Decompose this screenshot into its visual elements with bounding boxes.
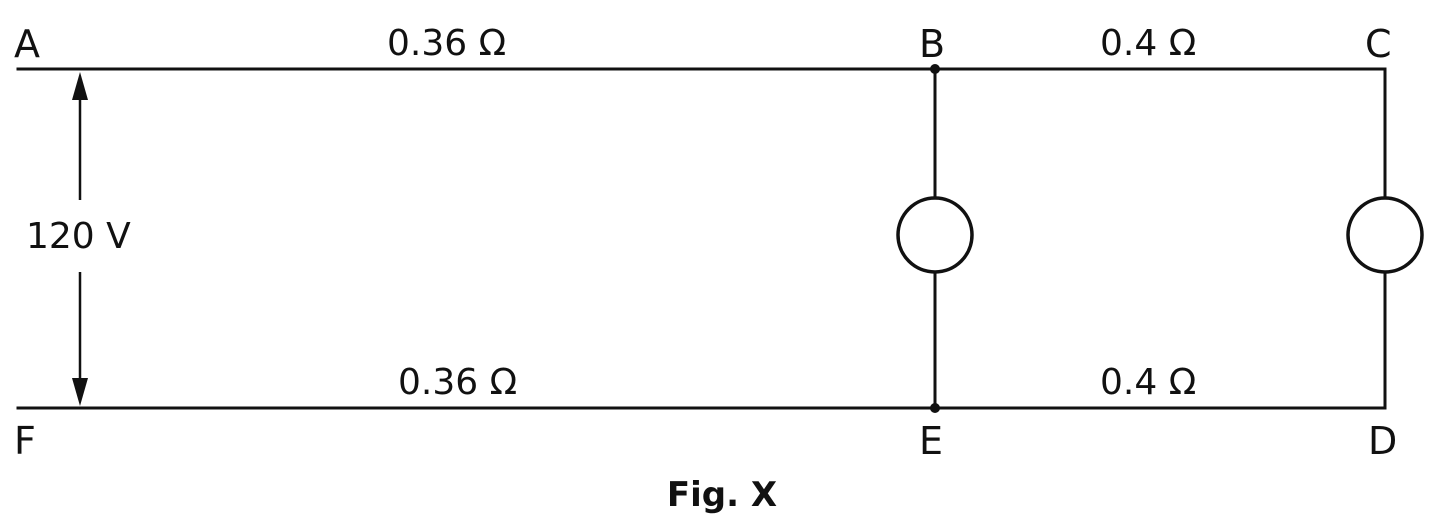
resistance-label-fe: 0.36 Ω [398,362,517,403]
lamp-circle-icon [896,196,974,274]
source-voltage-label: 120 V [26,216,131,257]
node-label-d: D [1368,419,1397,463]
resistance-label-ab: 0.36 Ω [387,23,506,64]
figure-caption: Fig. X [667,475,777,515]
resistance-label-ed: 0.4 Ω [1100,362,1196,403]
resistance-label-bc: 0.4 Ω [1100,23,1196,64]
node-label-a: A [14,22,40,66]
node-label-c: C [1365,22,1392,66]
junction-e-dot [930,403,940,413]
double-arrow-icon [72,72,88,406]
lamp-circle-icon [1346,196,1424,274]
node-label-b: B [919,22,945,66]
junction-b-dot [930,64,940,74]
node-label-f: F [14,419,36,463]
node-label-e: E [919,419,943,463]
